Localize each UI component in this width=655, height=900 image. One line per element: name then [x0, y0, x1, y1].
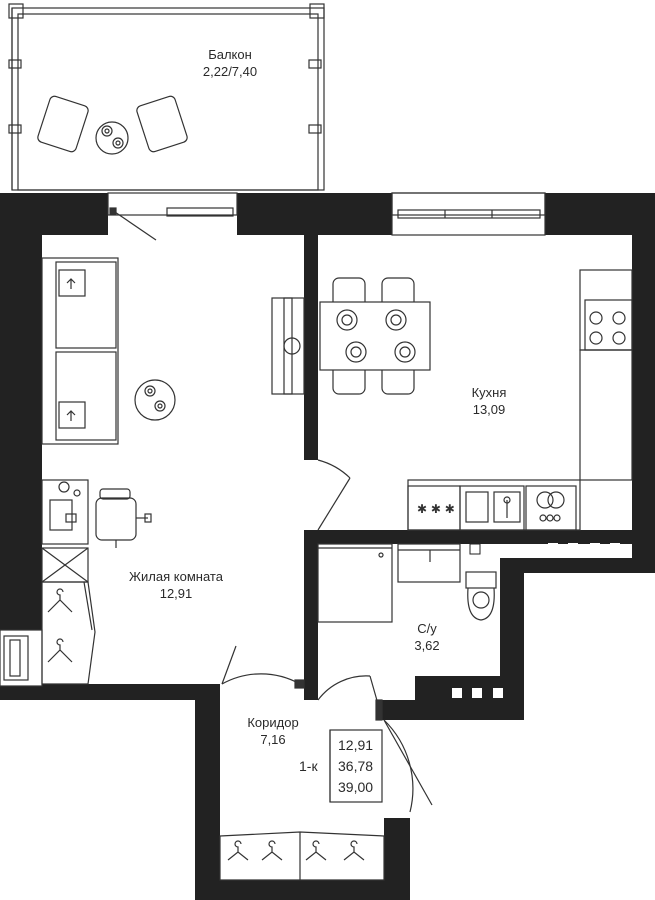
balcony-label: Балкон 2,22/7,40 — [190, 46, 270, 80]
summary-living-area: 12,91 — [338, 737, 374, 753]
corridor-area: 7,16 — [260, 732, 286, 747]
balcony-area: 2,22/7,40 — [202, 64, 258, 79]
living-room-name: Жилая комната — [129, 569, 223, 584]
bathroom-name: С/у — [417, 621, 437, 636]
svg-text:✱ ✱ ✱: ✱ ✱ ✱ — [417, 502, 455, 516]
summary-total-with-balcony: 39,00 — [338, 779, 374, 795]
bathroom-fixtures — [317, 543, 497, 721]
wall-vents — [452, 543, 620, 698]
bathroom-label: С/у 3,62 — [402, 620, 452, 654]
balcony — [8, 3, 325, 191]
bathroom-area: 3,62 — [414, 638, 440, 653]
corridor-fixtures — [219, 719, 433, 881]
kitchen-name: Кухня — [471, 385, 507, 400]
apartment-type: 1-к — [299, 758, 318, 774]
kitchen-furniture: ✱ ✱ ✱ — [317, 269, 633, 531]
balcony-name: Балкон — [208, 47, 252, 62]
corridor-name: Коридор — [247, 715, 299, 730]
living-room-area: 12,91 — [159, 586, 193, 601]
kitchen-area: 13,09 — [472, 402, 506, 417]
summary-total-area: 36,78 — [338, 758, 374, 774]
living-furniture — [41, 257, 305, 689]
corridor-label: Коридор 7,16 — [236, 714, 310, 748]
kitchen-label: Кухня 13,09 — [454, 384, 524, 418]
windows — [0, 192, 546, 687]
living-room-label: Жилая комната 12,91 — [106, 568, 246, 602]
walls — [0, 193, 655, 900]
